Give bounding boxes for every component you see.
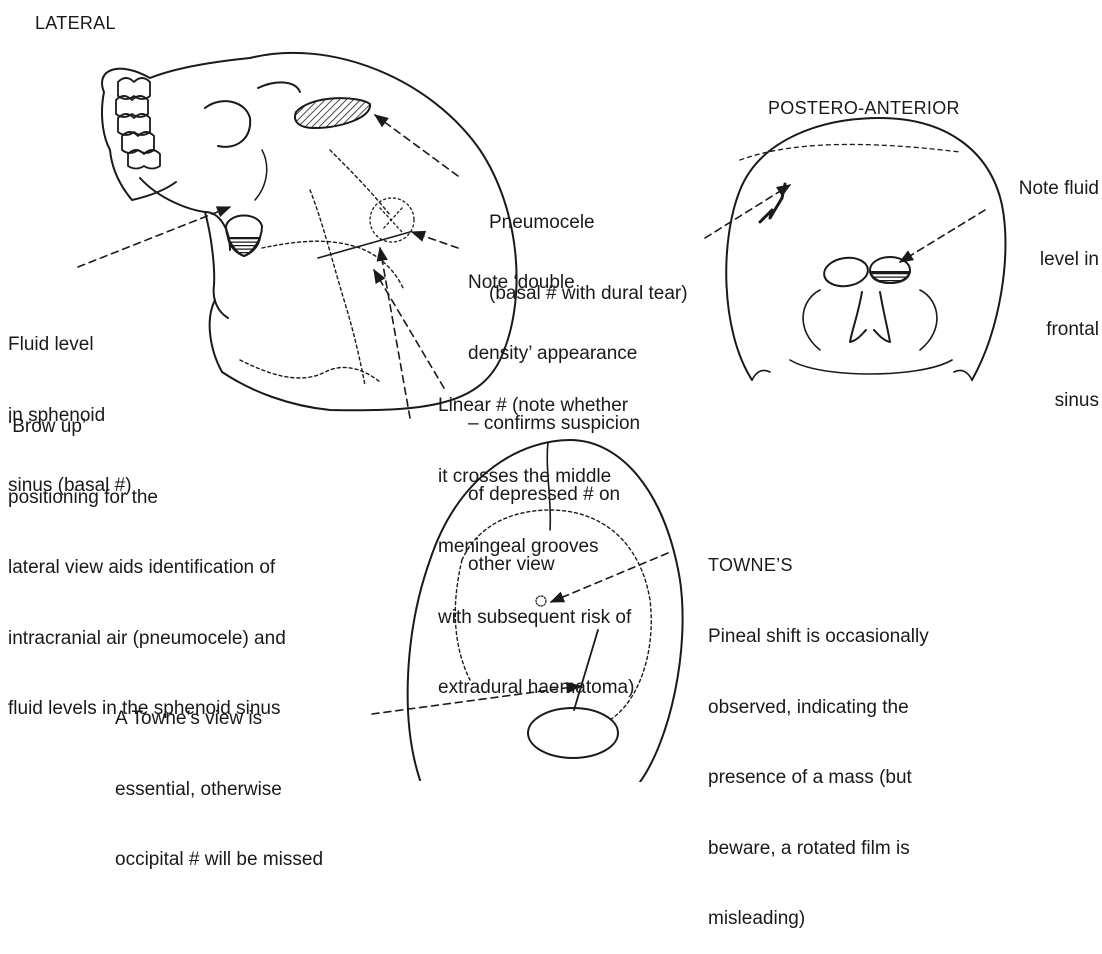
arrow-pneumocele	[375, 115, 458, 176]
lateral-mandible	[140, 178, 228, 318]
pneumocele-hatch	[295, 98, 370, 128]
arrow-frontal-fluid	[900, 210, 985, 262]
arrow-double-density	[412, 232, 458, 248]
arrow-linear-1	[380, 248, 410, 418]
label-townes-essential: A Towne’s view is essential, otherwise o…	[115, 660, 323, 895]
sphenoid-sinus	[226, 216, 262, 257]
pa-skull	[726, 118, 1005, 380]
arrow-fluid-sphenoid	[78, 207, 230, 267]
frontal-sinus-fluid	[870, 257, 910, 283]
heading-lateral: LATERAL	[35, 12, 116, 34]
linear-fracture	[318, 232, 410, 258]
lateral-teeth	[116, 78, 160, 169]
heading-townes: TOWNE’S	[708, 554, 793, 576]
label-pineal-shift: Pineal shift is occasionally observed, i…	[708, 578, 929, 954]
pa-cranium	[726, 118, 1005, 380]
arrow-pa-fracture	[705, 185, 790, 238]
heading-postero-anterior: POSTERO-ANTERIOR	[768, 97, 960, 119]
label-linear-fracture: Linear # (note whether it crosses the mi…	[438, 347, 634, 723]
double-density-ring	[370, 198, 414, 242]
label-frontal-fluid: Note fluid level in frontal sinus	[1019, 130, 1099, 436]
arrow-linear-2	[374, 270, 444, 388]
pa-right-orbit	[822, 255, 869, 289]
lateral-face	[102, 58, 250, 200]
